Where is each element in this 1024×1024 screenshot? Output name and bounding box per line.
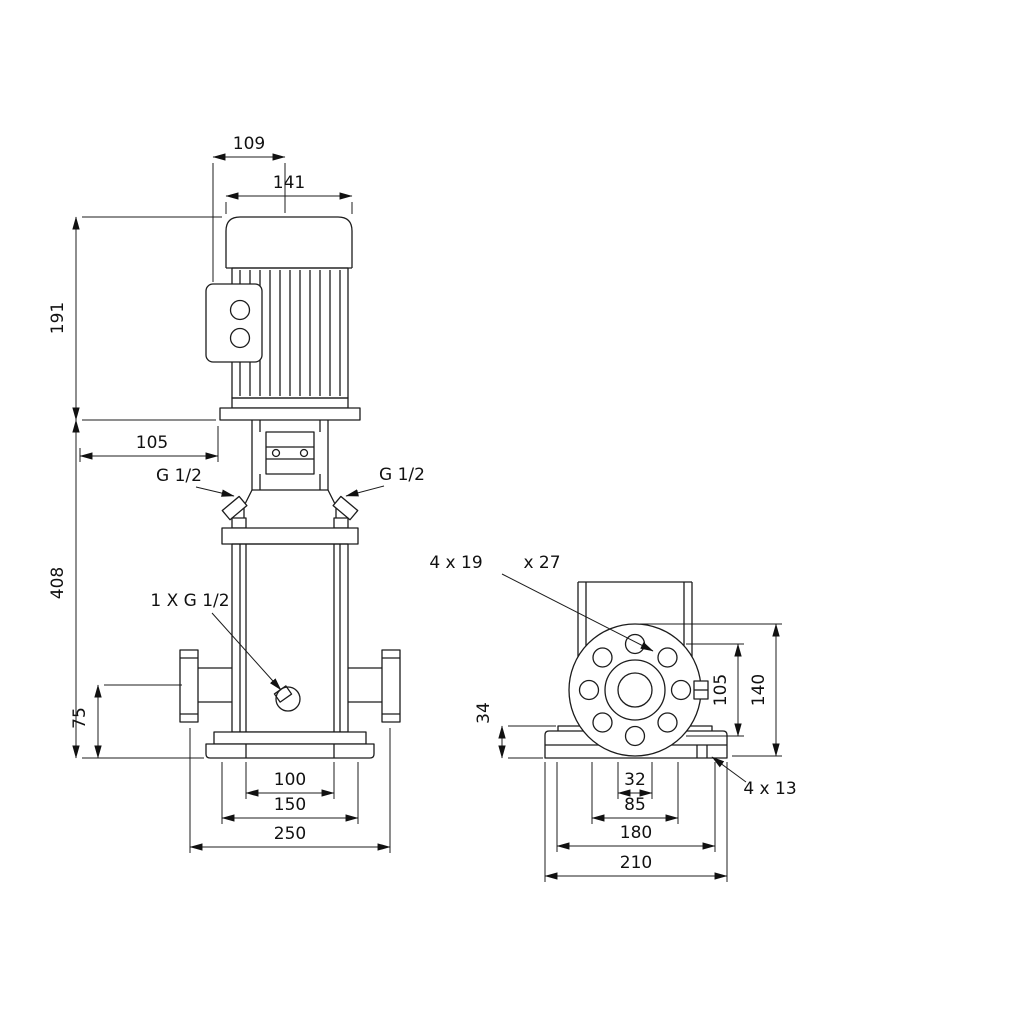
dim-141-label: 141 — [273, 173, 305, 193]
dim-408-label: 408 — [48, 567, 68, 599]
dim-408: 408 — [48, 419, 204, 759]
cable-entry-bottom — [229, 327, 251, 349]
note-flange-holes-a-text: 4 x 19 — [429, 553, 482, 573]
dim-85: 85 — [591, 762, 679, 824]
dim-210-label: 210 — [620, 853, 652, 873]
port-flange-left — [179, 649, 232, 723]
note-flange-holes-b-text: x 27 — [523, 553, 560, 573]
dim-191: 191 — [48, 216, 222, 421]
dim-210: 210 — [544, 762, 728, 882]
dim-191-label: 191 — [48, 302, 68, 334]
gauge-port-left — [221, 495, 248, 521]
dim-140-label: 140 — [749, 674, 769, 706]
dim-34: 34 — [474, 702, 556, 759]
note-base-holes: 4 x 13 — [711, 756, 797, 799]
dim-105-side: 105 — [686, 643, 744, 737]
dim-150-label: 150 — [274, 795, 306, 815]
note-base-holes-text: 4 x 13 — [743, 779, 796, 799]
motor — [205, 216, 361, 421]
label-g-half-left: G 1/2 — [156, 466, 235, 497]
dim-141: 141 — [225, 173, 353, 214]
staybolt-nut-right — [333, 517, 349, 529]
dim-250-label: 250 — [274, 824, 306, 844]
front-view: 109 141 191 408 105 75 — [48, 134, 425, 853]
terminal-box — [205, 283, 263, 363]
drain-plug — [273, 685, 301, 712]
dim-180: 180 — [556, 762, 716, 852]
g-half-left-text: G 1/2 — [156, 466, 202, 486]
dim-85-label: 85 — [624, 795, 646, 815]
dim-109-label: 109 — [233, 134, 265, 154]
staybolt-nut-left — [231, 517, 247, 529]
coupling — [265, 431, 315, 475]
drain-text: 1 X G 1/2 — [150, 591, 229, 611]
label-drain: 1 X G 1/2 — [150, 591, 282, 691]
label-g-half-right: G 1/2 — [345, 465, 425, 497]
motor-flange — [219, 407, 361, 421]
pump-head — [221, 420, 359, 545]
dim-100: 100 — [245, 762, 335, 799]
dim-140: 140 — [640, 623, 782, 757]
dim-100-label: 100 — [274, 770, 306, 790]
side-view: 34 105 140 32 85 — [429, 553, 797, 882]
flange-bore — [617, 672, 653, 708]
dim-109: 109 — [212, 134, 286, 282]
dim-105-front: 105 — [79, 426, 219, 462]
pump-base — [205, 731, 375, 759]
dim-32: 32 — [617, 762, 653, 799]
dim-32-label: 32 — [624, 770, 646, 790]
dim-75-label: 75 — [70, 707, 90, 729]
g-half-right-text: G 1/2 — [379, 465, 425, 485]
dim-105-front-label: 105 — [136, 433, 168, 453]
head-flange — [221, 527, 359, 545]
dim-250: 250 — [189, 728, 391, 853]
dim-150: 150 — [221, 762, 359, 824]
port-flange-right — [348, 649, 401, 723]
note-flange-holes: 4 x 19 x 27 — [429, 553, 654, 652]
side-body — [577, 581, 693, 660]
dim-75: 75 — [70, 684, 182, 759]
dim-180-label: 180 — [620, 823, 652, 843]
gauge-port-right — [332, 495, 359, 521]
dim-105-side-label: 105 — [711, 674, 731, 706]
side-flange — [568, 623, 709, 757]
dim-34-label: 34 — [474, 702, 494, 724]
cable-entry-top — [229, 299, 251, 321]
